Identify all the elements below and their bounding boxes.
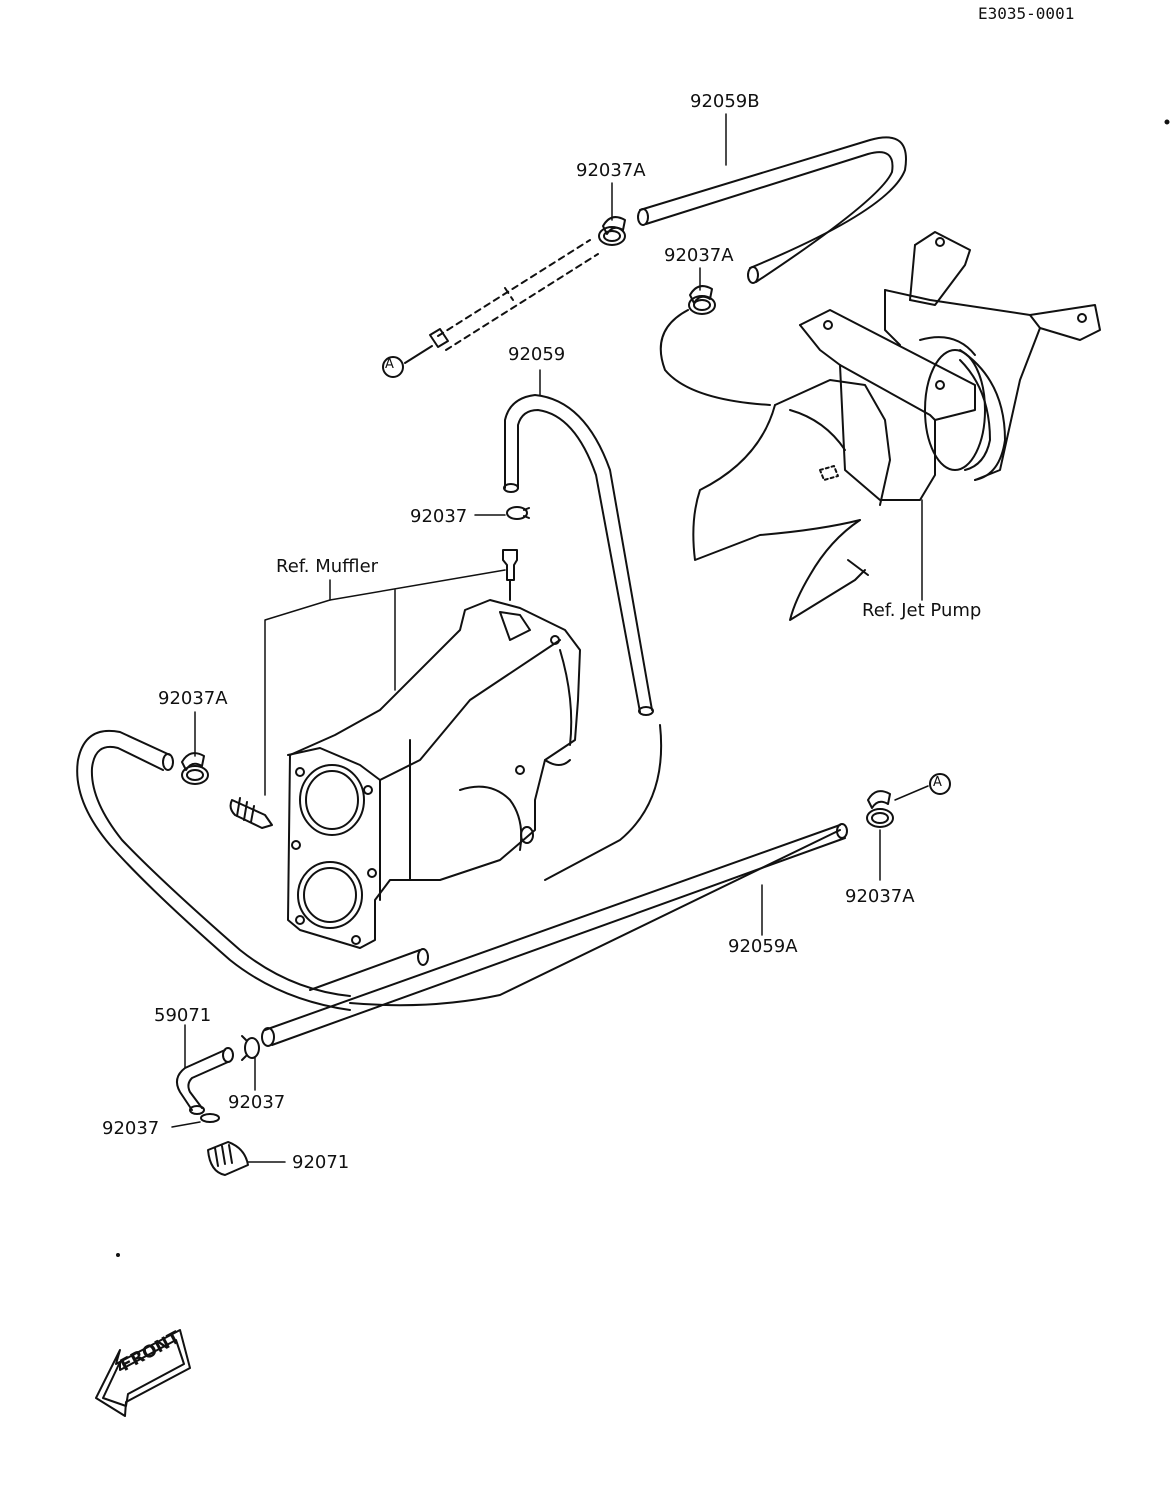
label-clip-center: 92037 [410, 506, 468, 527]
label-clamp-right: 92037A [845, 886, 915, 907]
leader-ref-muffler [265, 570, 505, 795]
clamp-upper-right-icon [689, 286, 715, 314]
fitting-upper-a [405, 329, 448, 363]
thin-hose-to-pump [661, 310, 770, 405]
clamp-left-icon [182, 753, 208, 784]
label-clamp-upper-left: 92037A [576, 160, 646, 181]
label-59071: 59071 [154, 1005, 212, 1026]
leader-lines-upper [475, 114, 922, 600]
clip-center-icon [507, 507, 529, 519]
leader-clip-lower-left [172, 1122, 200, 1127]
clamp-upper-left-icon [599, 217, 625, 245]
label-92059: 92059 [508, 344, 566, 365]
label-ref-muffler: Ref. Muffler [276, 556, 379, 577]
label-ref-jet-pump: Ref. Jet Pump [862, 600, 982, 621]
callout-a-upper-label: A [385, 357, 394, 372]
label-clamp-left: 92037A [158, 688, 228, 709]
cap-92071-icon [208, 1142, 248, 1175]
hose-92059 [504, 395, 661, 880]
clamp-right-icon [867, 791, 893, 827]
callout-a-right-label: A [933, 775, 942, 790]
label-clamp-upper-right: 92037A [664, 245, 734, 266]
diagram-code: E3035-0001 [978, 4, 1075, 23]
muffler-side-nipple [231, 798, 272, 828]
front-arrow-icon [96, 1330, 190, 1416]
muffler-nipple [503, 550, 517, 600]
callout-a-upper-icon [383, 357, 403, 377]
hose-92059a [262, 824, 847, 1046]
dashed-hidden-pipe [438, 240, 598, 350]
label-92071: 92071 [292, 1152, 350, 1173]
jet-pump [693, 232, 1100, 620]
clip-lower-right-icon [242, 1036, 259, 1060]
muffler [288, 600, 580, 948]
callout-a-right-icon [930, 774, 950, 794]
leader-a-right [895, 786, 928, 800]
label-clip-lower-left: 92037 [102, 1118, 160, 1139]
label-clip-lower-right: 92037 [228, 1092, 286, 1113]
label-92059b: 92059B [690, 91, 760, 112]
label-92059a: 92059A [728, 936, 798, 957]
hose-left-loop [77, 731, 350, 1010]
clip-lower-left-icon [201, 1114, 219, 1122]
hose-tail [350, 830, 840, 1005]
hose-92059b [638, 137, 906, 283]
